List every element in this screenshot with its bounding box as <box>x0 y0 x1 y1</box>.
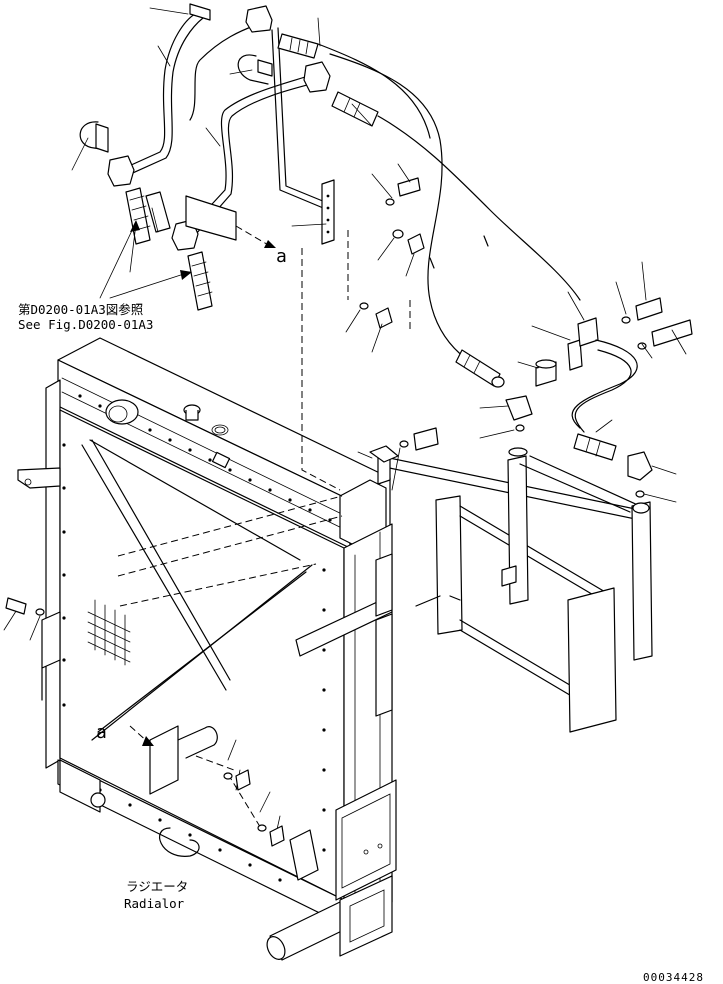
radiator-label-en: Radialor <box>124 896 185 911</box>
reference-label-jp: 第D0200-01A3図参照 <box>18 302 143 317</box>
left-mount-bolts <box>5 597 285 847</box>
right-frame-bolt-holes <box>322 568 326 852</box>
radiator-assembly <box>17 337 397 961</box>
top-rail-bolt-holes <box>78 394 332 522</box>
core-mesh <box>87 599 131 666</box>
reference-arrows <box>99 220 192 299</box>
radiator-guard-frame <box>369 427 653 733</box>
drawing-number: 00034428 <box>643 971 704 984</box>
marker-a-top: a <box>276 246 287 267</box>
bottom-rail-bolt-holes <box>98 788 282 882</box>
marker-a-bottom: a <box>96 722 107 743</box>
assembly-guide-lines <box>117 230 411 831</box>
reference-label-en: See Fig.D0200-01A3 <box>18 317 153 332</box>
radiator-label-jp: ラジエータ <box>126 879 188 894</box>
oil-cooler-line-parts <box>455 297 693 498</box>
leader-lines <box>3 7 687 835</box>
upper-hose-pipes <box>79 3 581 371</box>
left-frame-bolt-holes <box>62 443 66 707</box>
